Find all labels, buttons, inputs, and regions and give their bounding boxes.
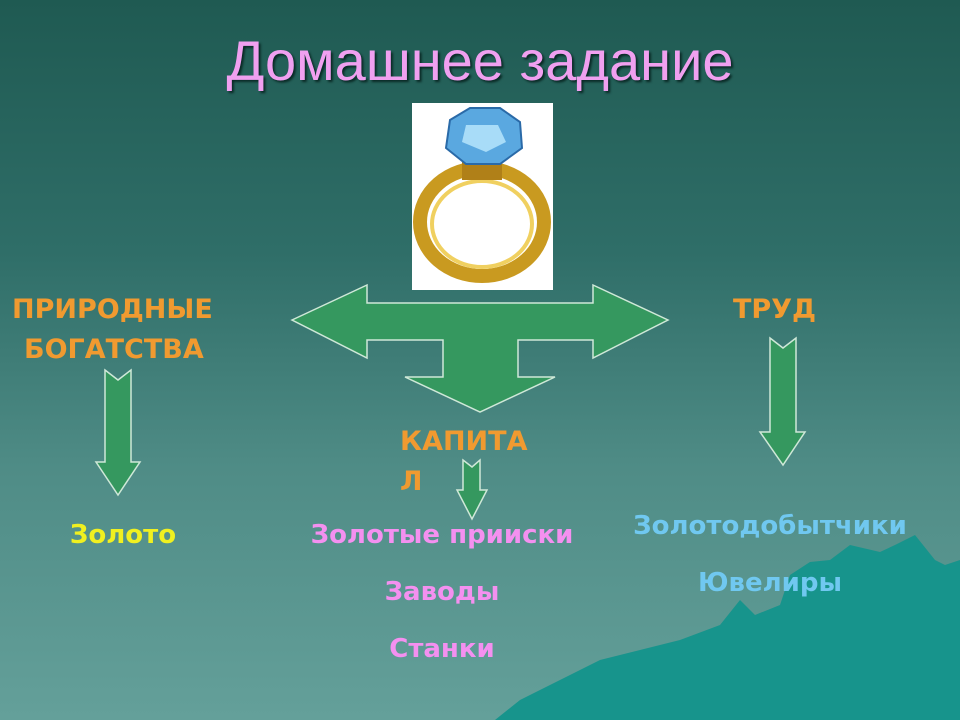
labor-item: Ювелиры <box>698 568 842 598</box>
mountains-decoration <box>495 535 960 720</box>
node-capital-line1: КАПИТА <box>400 426 528 457</box>
slide-title: Домашнее задание <box>226 29 734 92</box>
capital-item: Золотые прииски <box>310 520 574 550</box>
capital-item: Станки <box>389 634 495 664</box>
capital-item: Заводы <box>384 577 500 607</box>
node-nature-line2: БОГАТСТВА <box>24 334 204 365</box>
node-nature-line1: ПРИРОДНЫЕ <box>12 294 213 325</box>
arrow-down-nature <box>94 368 142 497</box>
ring-image <box>412 103 553 290</box>
arrow-down-labor <box>758 336 807 467</box>
node-capital-line2: Л <box>400 466 423 497</box>
labor-item: Золотодобытчики <box>633 511 907 541</box>
node-nature-heading: ПРИРОДНЫЕ БОГАТСТВА <box>12 290 213 370</box>
node-labor-heading: ТРУД <box>733 294 817 325</box>
arrow-down-capital <box>455 458 489 521</box>
three-way-arrow <box>290 283 670 413</box>
node-capital-heading: КАПИТА Л <box>400 422 527 502</box>
nature-item: Золото <box>69 520 177 550</box>
